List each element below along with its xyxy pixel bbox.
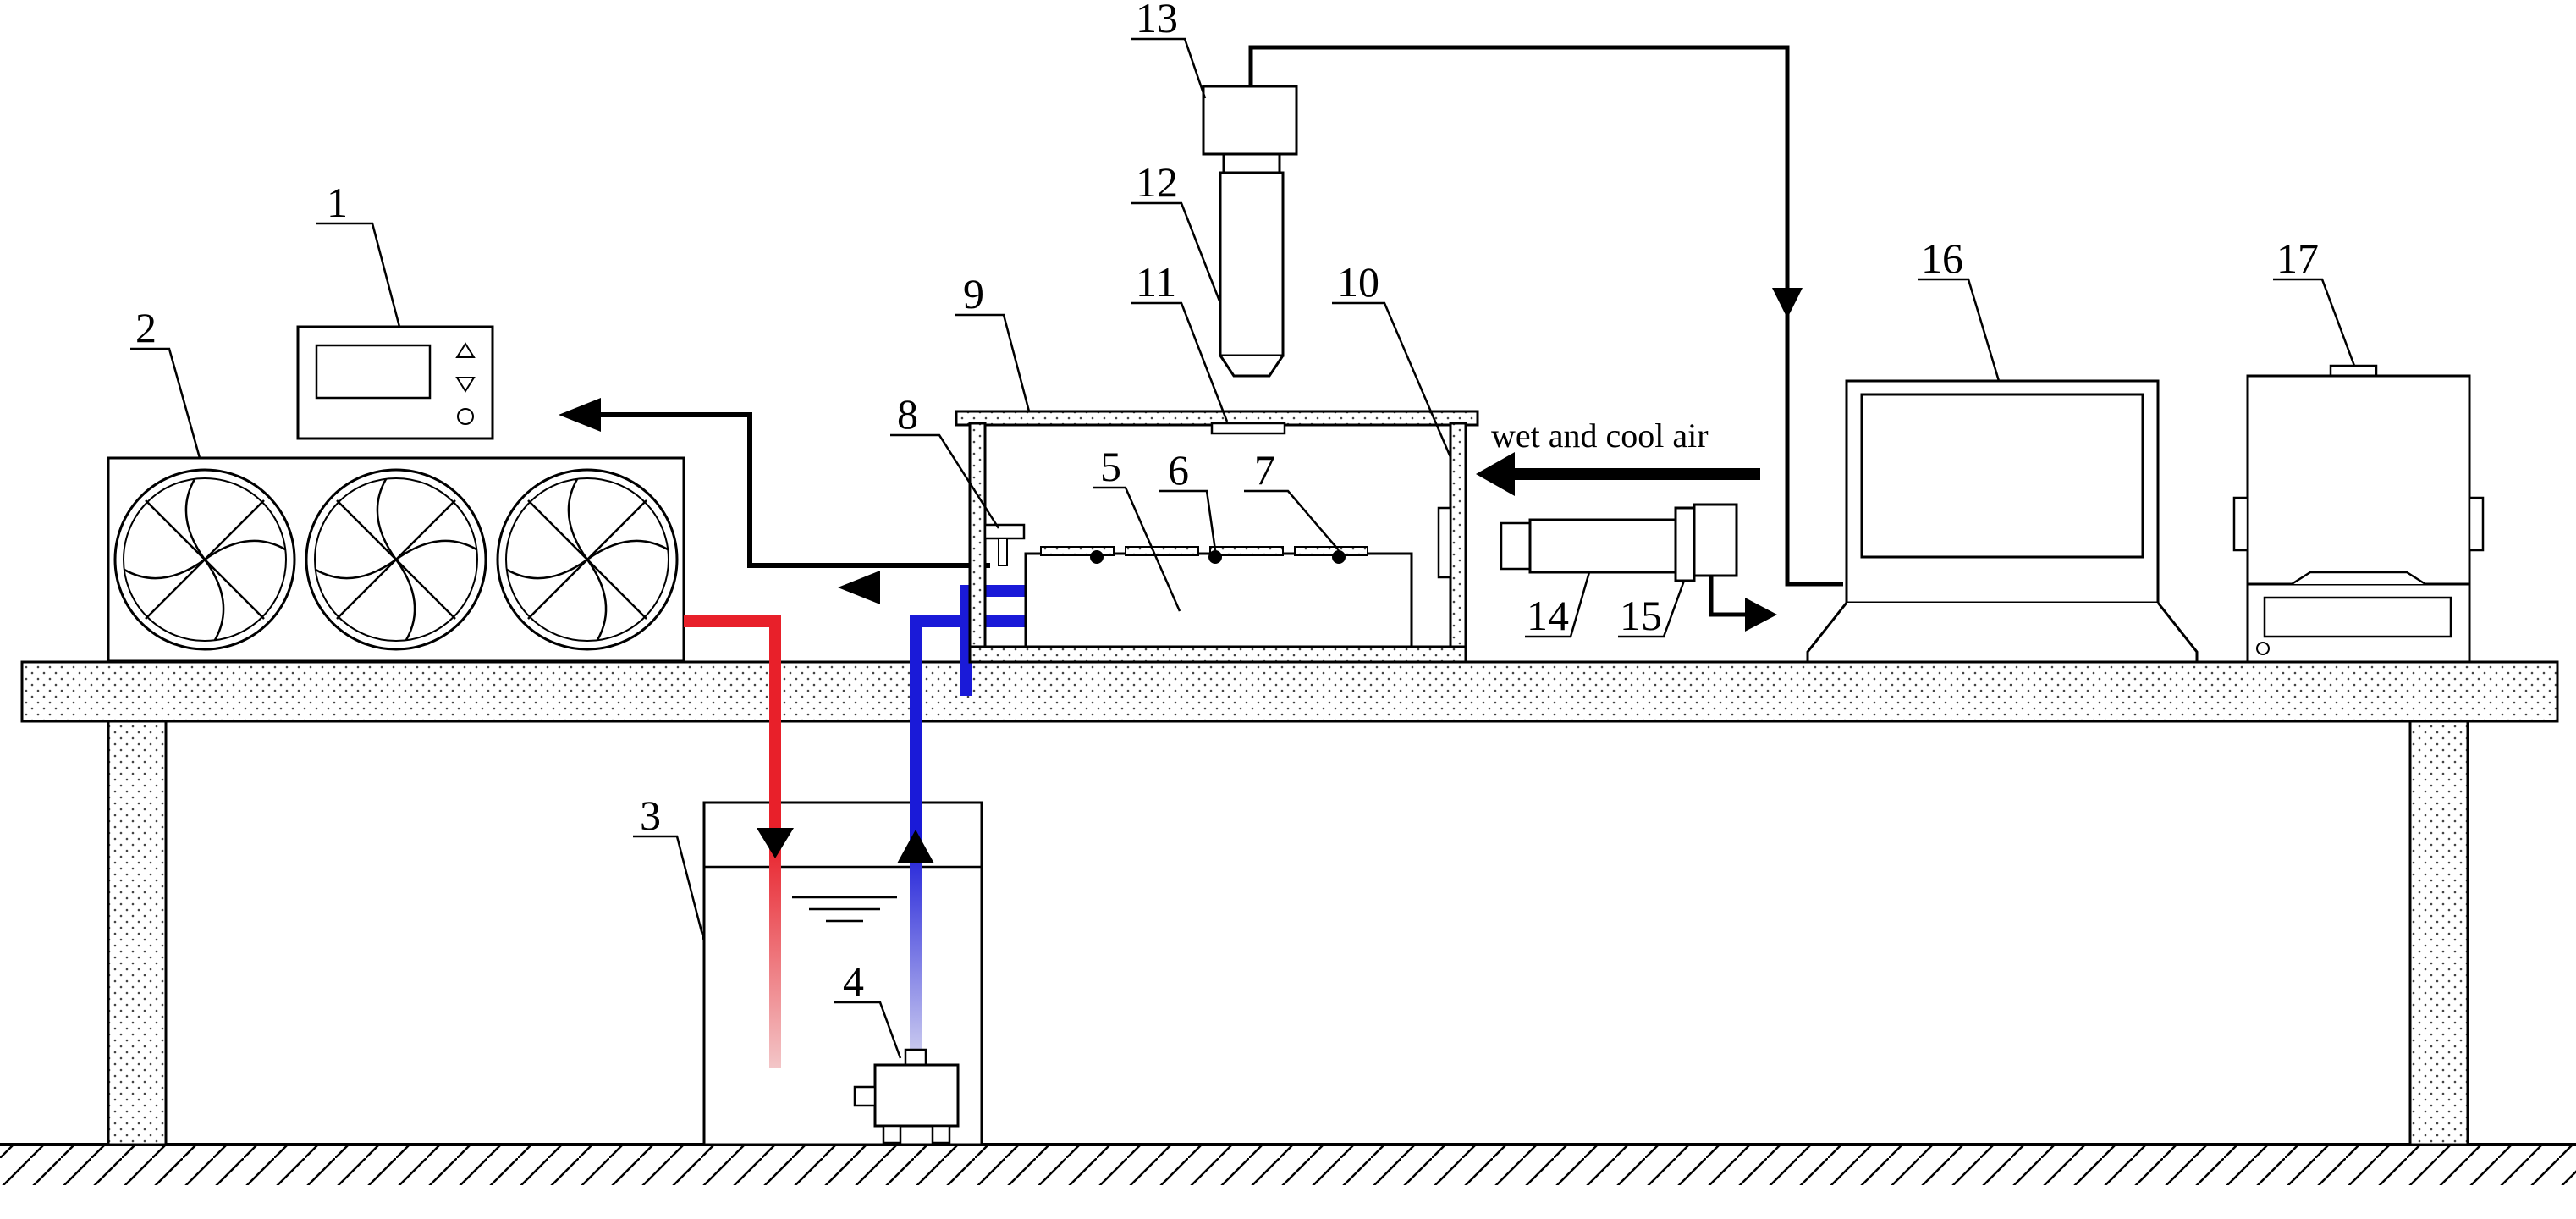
infrared-camera <box>1500 503 1738 582</box>
sample-strips <box>1040 546 1368 564</box>
air-inlet-arrow <box>1476 452 1760 496</box>
label-14: 14 <box>1527 592 1569 639</box>
label-15: 15 <box>1620 592 1662 639</box>
callout-labels: 1 2 3 4 5 6 7 8 9 10 11 12 13 14 15 16 1… <box>135 0 2319 1005</box>
label-3: 3 <box>640 792 661 839</box>
radiator-fan-unit <box>107 456 685 663</box>
controller-signal-line <box>559 398 990 568</box>
label-10: 10 <box>1337 258 1379 306</box>
label-4: 4 <box>843 957 864 1005</box>
leader-lines <box>130 37 2356 1059</box>
fan-icon <box>113 468 296 651</box>
computer <box>1806 379 2199 664</box>
label-9: 9 <box>963 270 984 317</box>
label-5: 5 <box>1100 443 1121 490</box>
label-1: 1 <box>327 179 348 226</box>
label-8: 8 <box>897 390 918 438</box>
label-11: 11 <box>1136 258 1176 306</box>
label-16: 16 <box>1921 234 1963 282</box>
table <box>20 660 2559 1146</box>
label-17: 17 <box>2276 234 2319 282</box>
infrared-signal-line <box>1709 576 1777 632</box>
label-13: 13 <box>1136 0 1178 41</box>
hot-water-pipe <box>684 571 992 1068</box>
label-6: 6 <box>1168 446 1189 494</box>
fan-icon <box>496 468 679 651</box>
test-chamber <box>955 410 1479 664</box>
camera-signal-line <box>1248 45 1843 587</box>
fan-icon <box>305 468 487 651</box>
cooling-plate <box>1024 552 1413 648</box>
label-2: 2 <box>135 304 157 351</box>
data-logger <box>2232 364 2485 664</box>
humidity-sensor-probe <box>983 523 1026 566</box>
water-pump <box>853 1048 960 1145</box>
label-12: 12 <box>1136 158 1178 206</box>
label-7: 7 <box>1254 446 1275 494</box>
microscope-lens <box>1219 152 1285 378</box>
cold-water-pipe <box>897 585 1026 1050</box>
air-annotation: wet and cool air <box>1491 416 1709 455</box>
temperature-controller <box>296 325 494 440</box>
camera-body <box>1202 85 1298 156</box>
ground <box>0 1143 2576 1185</box>
